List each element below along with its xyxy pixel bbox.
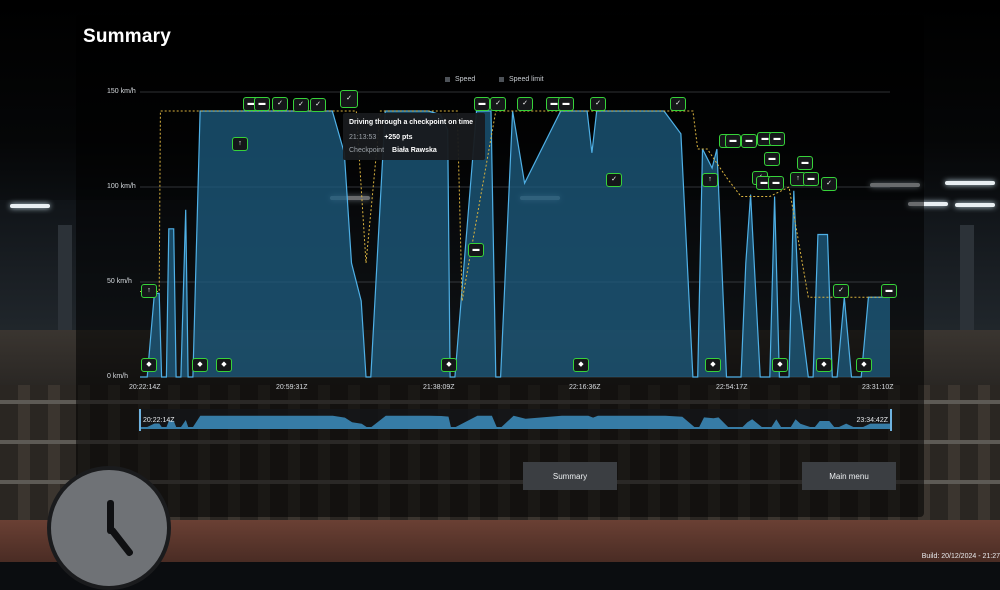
checkpoint-icon[interactable]: ✓ [821, 177, 837, 191]
station-stop-icon[interactable]: ◆ [192, 358, 208, 372]
horn-icon[interactable]: ▬ [768, 176, 784, 190]
horn-icon[interactable]: ▬ [881, 284, 897, 298]
horn-icon[interactable]: ▬ [254, 97, 270, 111]
station-stop-icon[interactable]: ◆ [216, 358, 232, 372]
page-title: Summary [83, 26, 171, 47]
legend-label: Speed [455, 76, 476, 83]
tooltip-title: Driving through a checkpoint on time [349, 119, 474, 126]
legend-swatch [499, 77, 504, 82]
tooltip-value: Biała Rawska [392, 147, 437, 154]
navigator-right-handle[interactable] [890, 409, 892, 431]
horn-icon[interactable]: ▬ [725, 134, 741, 148]
ceiling-lamp [908, 202, 948, 206]
checkpoint-icon[interactable]: ✓ [606, 173, 622, 187]
station-stop-icon[interactable]: ◆ [141, 358, 157, 372]
horn-icon[interactable]: ▬ [468, 243, 484, 257]
checkpoint-icon[interactable]: ✓ [490, 97, 506, 111]
y-tick-label: 50 km/h [107, 278, 132, 285]
checkpoint-icon[interactable]: ✓ [310, 98, 326, 112]
station-pillar [960, 225, 974, 330]
y-tick-label: 150 km/h [107, 88, 136, 95]
navigator-end-label: 23:34:42Z [856, 417, 888, 424]
legend-label: Speed limit [509, 76, 544, 83]
legend-item-speed-limit[interactable]: Speed limit [499, 76, 544, 83]
signal-icon[interactable]: ↑ [702, 173, 718, 187]
ceiling-lamp [955, 203, 995, 207]
station-stop-icon[interactable]: ◆ [856, 358, 872, 372]
legend-item-speed[interactable]: Speed [445, 76, 475, 83]
navigator-mini-chart [140, 415, 892, 429]
tooltip-time: 21:13:53 [349, 134, 377, 141]
main-menu-button[interactable]: Main menu [802, 462, 896, 490]
x-tick-label: 20:59:31Z [276, 384, 308, 391]
station-stop-icon[interactable]: ◆ [441, 358, 457, 372]
build-info: Build: 20/12/2024 - 21:27 [921, 553, 1000, 560]
event-tooltip: Driving through a checkpoint on time 21:… [343, 113, 485, 160]
clock-hour-hand [107, 500, 114, 534]
station-clock-icon [47, 466, 171, 590]
clock-minute-hand [107, 526, 135, 558]
checkpoint-icon[interactable]: ✓ [670, 97, 686, 111]
tooltip-label: Checkpoint [349, 147, 385, 154]
station-stop-icon[interactable]: ◆ [772, 358, 788, 372]
x-tick-label: 21:38:09Z [423, 384, 455, 391]
x-tick-label: 22:54:17Z [716, 384, 748, 391]
horn-icon[interactable]: ▬ [741, 134, 757, 148]
horn-icon[interactable]: ▬ [797, 156, 813, 170]
checkpoint-icon[interactable]: ✓ [272, 97, 288, 111]
horn-icon[interactable]: ▬ [764, 152, 780, 166]
navigator-area [140, 415, 892, 429]
checkpoint-icon[interactable]: ✓ [590, 97, 606, 111]
signal-icon[interactable]: ↑ [141, 284, 157, 298]
signal-icon[interactable]: ↑ [232, 137, 248, 151]
y-tick-label: 100 km/h [107, 183, 136, 190]
speed-limit-line [140, 110, 890, 302]
tooltip-checkpoint-row: Checkpoint Biała Rawska [349, 147, 437, 154]
station-pillar [58, 225, 72, 330]
checkpoint-icon[interactable]: ✓ [293, 98, 309, 112]
summary-button[interactable]: Summary [523, 462, 617, 490]
speed-line [140, 110, 890, 378]
legend-swatch [445, 77, 450, 82]
x-tick-label: 20:22:14Z [129, 384, 161, 391]
checkpoint-icon[interactable]: ✓ [340, 90, 358, 108]
y-tick-label: 0 km/h [107, 373, 129, 380]
tooltip-points: +250 pts [384, 134, 413, 141]
checkpoint-icon[interactable]: ✓ [517, 97, 533, 111]
horn-icon[interactable]: ▬ [474, 97, 490, 111]
station-stop-icon[interactable]: ◆ [816, 358, 832, 372]
station-stop-icon[interactable]: ◆ [573, 358, 589, 372]
navigator-start-label: 20:22:14Z [143, 417, 175, 424]
checkpoint-icon[interactable]: ✓ [833, 284, 849, 298]
horn-icon[interactable]: ▬ [769, 132, 785, 146]
horn-icon[interactable]: ▬ [558, 97, 574, 111]
ceiling-lamp [945, 181, 995, 185]
horn-icon[interactable]: ▬ [803, 172, 819, 186]
ceiling-lamp [10, 204, 50, 208]
x-tick-label: 23:31:10Z [862, 384, 894, 391]
x-tick-label: 22:16:36Z [569, 384, 601, 391]
tooltip-time-row: 21:13:53 +250 pts [349, 134, 412, 141]
station-stop-icon[interactable]: ◆ [705, 358, 721, 372]
range-navigator[interactable]: 20:22:14Z 23:34:42Z [140, 409, 892, 429]
speed-area [140, 111, 890, 377]
navigator-left-handle[interactable] [139, 409, 141, 431]
